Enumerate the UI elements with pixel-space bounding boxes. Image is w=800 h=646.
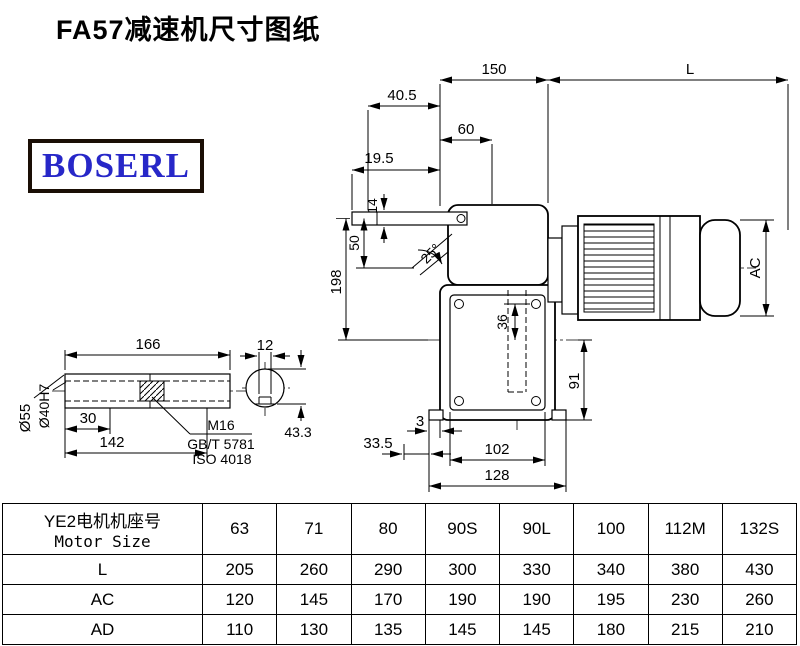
shaft-section-circle [245,368,285,408]
table-cell: 145 [276,584,352,615]
table-cell: 180 [573,614,649,645]
motor-fan-cover [699,219,741,317]
dim-128: 128 [484,467,509,484]
size-col-63: 63 [201,503,278,555]
size-col-90l: 90L [498,503,575,555]
dim-40-5: 40.5 [387,87,416,104]
dim-dia55: Ø55 [17,404,34,432]
note-m16: M16 [207,417,234,433]
main-view [336,204,756,432]
row-label-AC: AC [2,584,203,615]
table-cell: 260 [276,554,352,585]
dim-91: 91 [566,373,583,390]
dim-14: 14 [364,198,380,214]
size-col-80: 80 [350,503,426,555]
dim-30: 30 [80,410,97,427]
dim-142: 142 [99,434,124,451]
motor-size-header-cell: YE2电机机座号 Motor Size [2,503,203,555]
row-label-L: L [2,554,203,585]
row-label-AD: AD [2,614,203,645]
technical-drawing: 150 L 40.5 60 19.5 14 50 198 [17,61,789,492]
size-col-100: 100 [573,503,649,555]
table-cell: 135 [350,614,426,645]
size-col-132s: 132S [721,503,798,555]
dim-19-5: 19.5 [364,150,393,167]
output-shaft [64,373,231,409]
dim-dia40h7: Ø40H7 [36,384,52,429]
dim-12: 12 [257,337,274,354]
dim-3: 3 [416,413,424,430]
table-cell: 145 [424,614,501,645]
dim-166: 166 [135,336,160,353]
table-cell: 300 [424,554,501,585]
dim-33-5: 33.5 [363,435,392,452]
boserl-logo: BOSERL [28,139,204,193]
note-iso-4018: ISO 4018 [192,451,251,467]
motor-fins [583,223,655,313]
table-header-row: YE2电机机座号 Motor Size 63 71 80 90S 90L 100… [2,503,798,555]
dim-AC: AC [747,257,764,278]
dim-43-3: 43.3 [284,424,311,440]
dimensions-main: 150 L 40.5 60 19.5 14 50 198 [328,61,789,492]
motor-size-header-cn: YE2电机机座号 [43,512,162,531]
note-gbt-5781: GB/T 5781 [187,436,255,452]
table-cell: 195 [573,584,649,615]
table-cell: 230 [647,584,723,615]
table-cell: 205 [201,554,278,585]
table-cell: 130 [276,614,352,645]
table-cell: 340 [573,554,649,585]
table-cell: 145 [498,614,575,645]
table-cell: 290 [350,554,426,585]
dim-L: L [686,61,694,78]
boserl-logo-text: BOSERL [42,146,190,185]
thread-section [139,380,165,402]
table-cell: 430 [721,554,798,585]
dim-150: 150 [481,61,506,78]
size-col-112m: 112M [647,503,723,555]
motor-size-header-en: Motor Size [54,532,151,551]
dim-198: 198 [328,269,345,294]
dim-50: 50 [346,235,362,251]
table-cell: 210 [721,614,798,645]
dim-36: 36 [494,314,510,330]
input-shaft [351,211,468,226]
table-row-AC: AC 120 145 170 190 190 195 230 260 [2,584,798,615]
table-cell: 110 [201,614,278,645]
table-row-L: L 205 260 290 300 330 340 380 430 [2,554,798,585]
dim-60: 60 [458,121,475,138]
table-row-AD: AD 110 130 135 145 145 180 215 210 [2,614,798,645]
table-cell: 215 [647,614,723,645]
size-col-90s: 90S [424,503,501,555]
table-cell: 120 [201,584,278,615]
shaft-detail-view: 166 30 142 Ø55 Ø40H7 M16 GB/T 5781 ISO 4… [17,336,255,467]
dim-102: 102 [484,441,509,458]
table-cell: 380 [647,554,723,585]
page-title: FA57减速机尺寸图纸 [56,15,321,45]
table-cell: 260 [721,584,798,615]
size-col-71: 71 [276,503,352,555]
table-cell: 190 [424,584,501,615]
table-cell: 190 [498,584,575,615]
dimension-table: YE2电机机座号 Motor Size 63 71 80 90S 90L 100… [2,503,798,645]
shaft-section-view: 12 43.3 [240,337,312,440]
table-cell: 170 [350,584,426,615]
table-cell: 330 [498,554,575,585]
